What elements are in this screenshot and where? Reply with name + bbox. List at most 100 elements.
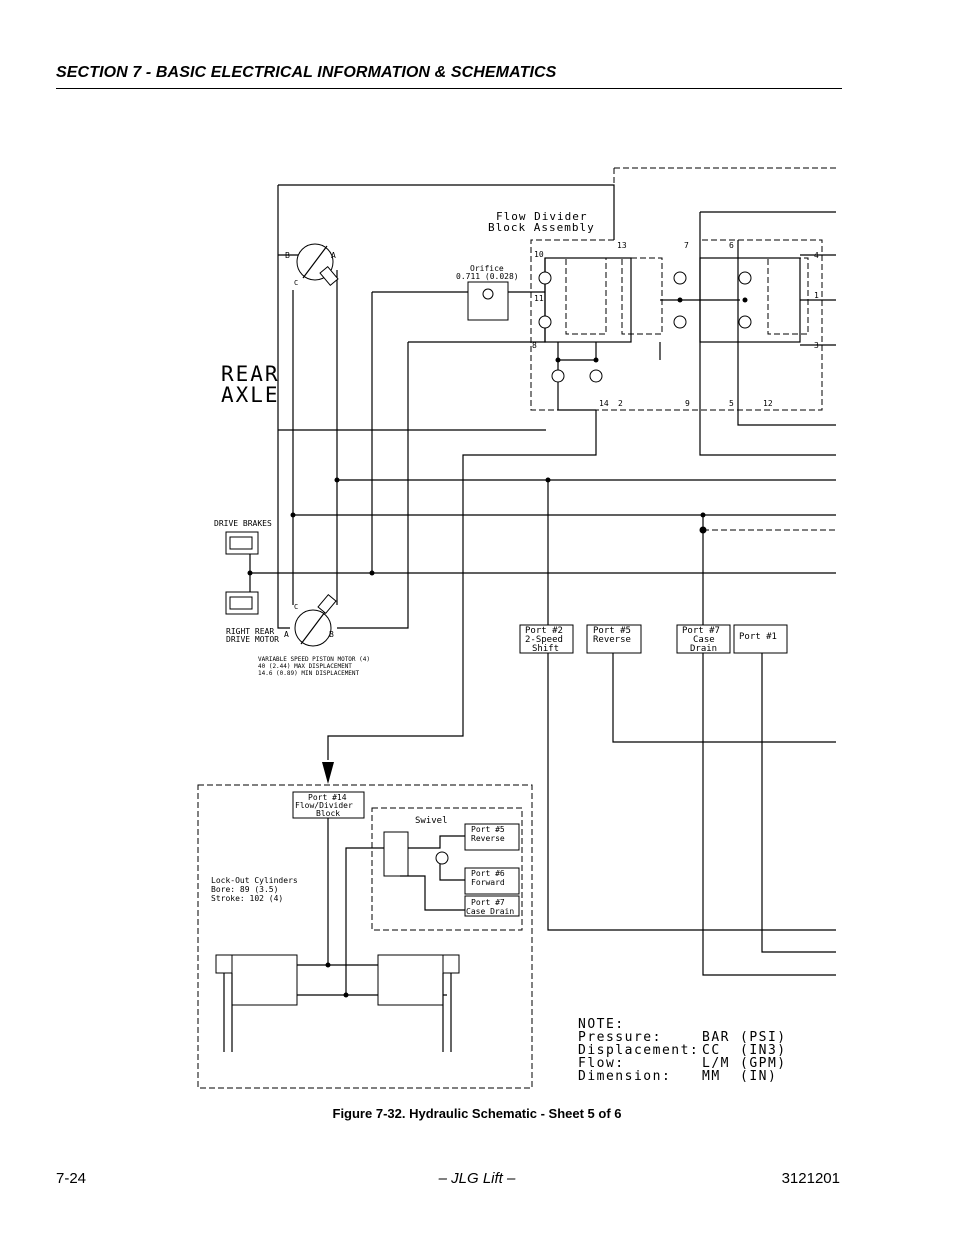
- document-number: 3121201: [781, 1170, 840, 1187]
- rear-axle-label: REAR AXLE: [221, 362, 280, 407]
- check-valves: [538, 271, 752, 383]
- units-note: NOTE: Pressure: BAR (PSI) Displacement: …: [578, 1017, 787, 1084]
- svg-text:Displacement:: Displacement:: [578, 1043, 699, 1058]
- swivel-outline: [371, 807, 523, 931]
- svg-text:VARIABLE SPEED PISTON MOTOR (4: VARIABLE SPEED PISTON MOTOR (4): [258, 656, 370, 663]
- orifice-size: 0.711 (0.028): [456, 272, 519, 281]
- block-port-numbers: 10 13 7 6 4 11 1 8 3 14 2 9 5 12: [532, 241, 819, 408]
- flow-divider-label-2: Block Assembly: [488, 221, 595, 234]
- arrow-down-icon: [322, 762, 334, 784]
- svg-text:Port #2: Port #2: [525, 626, 563, 636]
- port-label: A: [284, 630, 289, 639]
- drive-brakes-label: DRIVE BRAKES: [214, 519, 272, 528]
- footer-brand: – JLG Lift –: [438, 1170, 516, 1187]
- svg-text:4: 4: [814, 251, 819, 260]
- svg-text:Reverse: Reverse: [593, 635, 631, 645]
- valve-box-mid: [621, 257, 663, 335]
- svg-text:REAR: REAR: [221, 362, 280, 386]
- motor-spec: VARIABLE SPEED PISTON MOTOR (4) 40 (2.44…: [258, 656, 370, 677]
- svg-text:10: 10: [534, 250, 544, 259]
- svg-text:Dimension:: Dimension:: [578, 1069, 671, 1084]
- svg-text:13: 13: [617, 241, 627, 250]
- svg-text:BAR: BAR: [702, 1030, 730, 1045]
- svg-text:Port #5: Port #5: [593, 626, 631, 636]
- port14-label: Port #14 Flow/Divider Block: [295, 793, 353, 818]
- svg-text:AXLE: AXLE: [221, 383, 280, 407]
- orifice-symbol: [467, 281, 509, 321]
- svg-text:12: 12: [763, 399, 773, 408]
- svg-text:NOTE:: NOTE:: [578, 1017, 625, 1032]
- port-label: B: [285, 251, 290, 260]
- port-label: C: [294, 603, 298, 611]
- svg-text:Case: Case: [693, 635, 715, 645]
- flow-divider-label: Flow Divider: [496, 210, 587, 223]
- svg-text:Reverse: Reverse: [471, 834, 505, 843]
- svg-text:2: 2: [618, 399, 623, 408]
- top-loop-line: [277, 184, 615, 430]
- svg-text:Port #14: Port #14: [308, 793, 347, 802]
- svg-text:5: 5: [729, 399, 734, 408]
- drive-motor-label: RIGHT REAR: [226, 627, 274, 636]
- svg-text:MM: MM: [702, 1069, 721, 1084]
- valve-box-left: [565, 257, 607, 335]
- drive-motor-label-2: DRIVE MOTOR: [226, 635, 279, 644]
- svg-text:(IN): (IN): [740, 1069, 777, 1084]
- page-number: 7-24: [56, 1170, 87, 1187]
- svg-text:L/M: L/M: [702, 1056, 730, 1071]
- lockout-cylinders-label: Lock-Out Cylinders Bore: 89 (3.5) Stroke…: [211, 876, 298, 903]
- svg-text:Case Drain: Case Drain: [466, 907, 514, 916]
- valve-box-right: [767, 257, 809, 335]
- svg-text:CC: CC: [702, 1043, 721, 1058]
- port5-box: [586, 624, 642, 654]
- svg-text:Pressure:: Pressure:: [578, 1030, 662, 1045]
- header-rule: [56, 88, 842, 89]
- svg-text:Port #5: Port #5: [471, 825, 505, 834]
- lockout-cylinder-left: [215, 954, 233, 974]
- svg-text:14.6 (0.89) MIN DISPLACEMENT: 14.6 (0.89) MIN DISPLACEMENT: [258, 670, 360, 677]
- port2-box: [519, 624, 574, 654]
- svg-text:Port #6: Port #6: [471, 869, 505, 878]
- swivel-port7-box: [464, 895, 520, 917]
- port-label: A: [331, 251, 336, 260]
- swivel-label: Swivel: [415, 816, 448, 826]
- swivel-port-labels: Port #5 Reverse Port #6 Forward Port #7 …: [466, 825, 514, 916]
- lockout-cylinder-right: [442, 954, 460, 974]
- svg-text:Lock-Out Cylinders: Lock-Out Cylinders: [211, 876, 298, 885]
- svg-text:11: 11: [534, 294, 544, 303]
- junction-dots: [247, 297, 748, 998]
- port1-box: [733, 624, 788, 654]
- svg-text:Block: Block: [316, 809, 340, 818]
- port7-box: [676, 624, 731, 654]
- port-label: C: [294, 279, 298, 287]
- svg-text:7: 7: [684, 241, 689, 250]
- svg-text:Drain: Drain: [690, 644, 717, 654]
- svg-text:3: 3: [814, 341, 819, 350]
- port-box-labels: Port #2 2-Speed Shift Port #5 Reverse Po…: [525, 626, 777, 654]
- svg-text:Forward: Forward: [471, 878, 505, 887]
- svg-text:8: 8: [532, 341, 537, 350]
- svg-text:40 (2.44) MAX DISPLACEMENT: 40 (2.44) MAX DISPLACEMENT: [258, 663, 352, 670]
- top-drive-motor: [296, 243, 339, 287]
- svg-text:9: 9: [685, 399, 690, 408]
- right-rear-drive-motor: [294, 593, 337, 647]
- svg-text:Shift: Shift: [532, 644, 559, 654]
- svg-text:Bore: 89 (3.5): Bore: 89 (3.5): [211, 885, 278, 894]
- svg-text:(GPM): (GPM): [740, 1056, 787, 1071]
- swivel-port5-box: [464, 823, 520, 851]
- svg-text:Port #7: Port #7: [471, 898, 505, 907]
- svg-text:Port #1: Port #1: [739, 632, 777, 642]
- svg-text:(IN3): (IN3): [740, 1043, 787, 1058]
- port-label: B: [329, 630, 334, 639]
- svg-text:Port #7: Port #7: [682, 626, 720, 636]
- swivel-valve: [383, 831, 409, 877]
- svg-text:1: 1: [814, 291, 819, 300]
- swivel-port6-box: [464, 867, 520, 895]
- svg-text:(PSI): (PSI): [740, 1030, 787, 1045]
- block-inner-left: [544, 257, 632, 343]
- svg-text:14: 14: [599, 399, 609, 408]
- flow-divider-outline: [530, 167, 836, 411]
- svg-text:Flow/Divider: Flow/Divider: [295, 801, 353, 810]
- section-title: SECTION 7 - BASIC ELECTRICAL INFORMATION…: [56, 64, 557, 81]
- figure-caption: Figure 7-32. Hydraulic Schematic - Sheet…: [332, 1106, 622, 1121]
